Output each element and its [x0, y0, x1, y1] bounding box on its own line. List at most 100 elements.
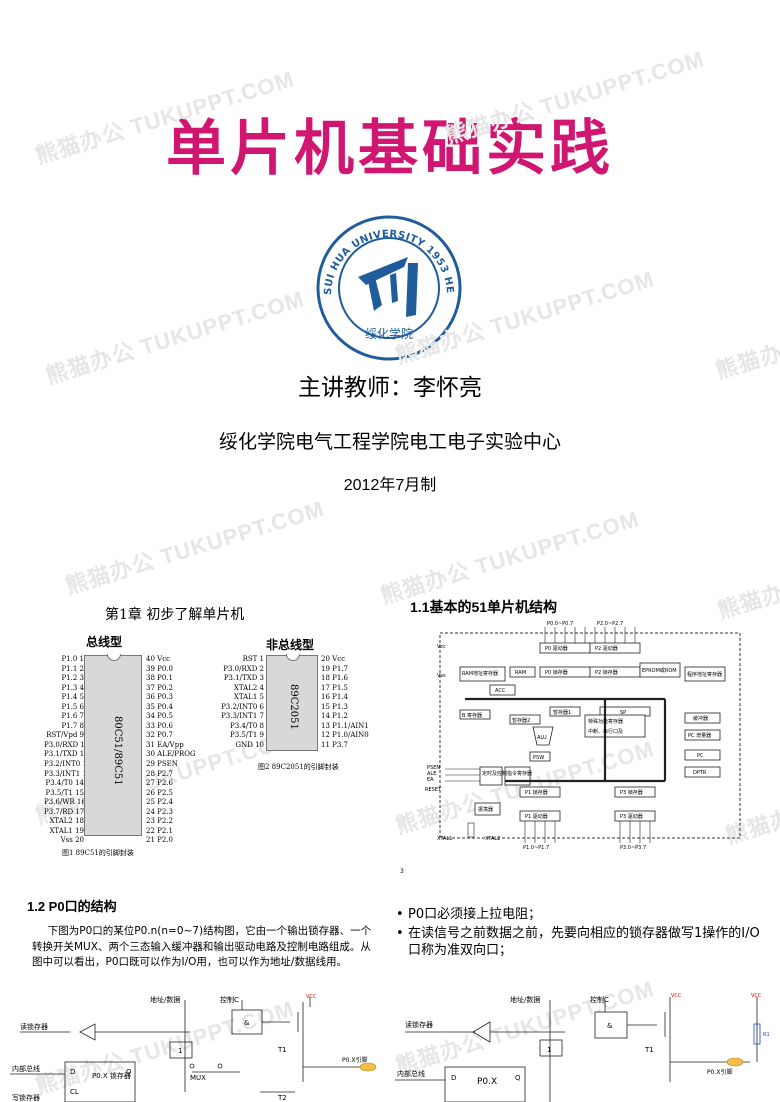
bullet-text: P0口必须接上拉电阻； — [408, 907, 542, 922]
pin-label: 21 P2.0 — [146, 836, 173, 845]
pin-label: GND 10 — [235, 740, 264, 749]
pin-label: P1.2 3 — [61, 674, 84, 683]
buffer-block: 缓冲器 — [693, 715, 708, 722]
pin-label: 38 P0.1 — [146, 674, 173, 683]
vss-label: Vss — [437, 673, 446, 679]
bullet-dot: • — [396, 926, 404, 941]
vcc-label-2: VCC — [751, 993, 762, 999]
pin-label: 12 P1.0/AIN0 — [321, 731, 369, 740]
p0-circuit-left: 地址/数据 控制C VCC 读锁存器 内部总线 写锁存器 D Q CL P0.X… — [10, 994, 377, 1102]
pin-label: 16 P1.4 — [321, 693, 348, 702]
pin-label: XTAL2 4 — [233, 683, 264, 692]
p2-pins-label: P2.0~P2.7 — [597, 621, 623, 627]
control-label: 控制C — [590, 995, 609, 1004]
pin-label: 40 Vcc — [146, 655, 171, 663]
p0-latch: P0 锁存器 — [545, 669, 568, 676]
latch-name: P0.X — [477, 1077, 497, 1087]
pin-label: Vss 20 — [60, 836, 84, 845]
inverter-label: 1 — [178, 1047, 182, 1055]
watermark: 熊猫办公 TUKUPPT.COM — [712, 281, 780, 384]
internal-bus-label: 内部总线 — [397, 1069, 425, 1078]
t1-label: T1 — [644, 1046, 654, 1054]
ram-block: RAM — [515, 670, 526, 676]
slide4-bullets: • P0口必须接上拉电阻； • 在读信号之前数据之前，先要向相应的锁存器做写1操… — [396, 906, 768, 959]
watermark: 熊猫办公 TUKUPPT.COM — [62, 496, 328, 599]
pin-label: 22 P2.1 — [146, 826, 173, 835]
read-latch-label: 读锁存器 — [405, 1020, 433, 1029]
pin-label: 19 P1.7 — [321, 664, 348, 673]
pin-label: P1.6 7 — [61, 712, 84, 721]
dptr-block: DPTR — [693, 770, 707, 776]
p3-pins-label: P3.0~P3.7 — [620, 845, 646, 851]
p2-latch: P2 锁存器 — [595, 669, 618, 676]
latch-q: Q — [126, 1068, 132, 1076]
xtal2-label: XTAL2 — [485, 836, 500, 842]
pin-label: P3.5/T1 9 — [229, 731, 264, 740]
prog-addr-reg: 程序地址寄存器 — [687, 671, 722, 678]
pin-label: XTAL1 5 — [233, 693, 264, 702]
pin-label: 17 P1.5 — [321, 683, 348, 692]
ram-addr-reg: RAM地址寄存器 — [462, 670, 498, 677]
psw-block: PSW — [533, 755, 544, 761]
pin-label: 11 P3.7 — [321, 740, 348, 749]
pin-label: P3.5/T1 15 — [45, 788, 84, 797]
pin-label: 23 P2.2 — [146, 817, 173, 826]
pin-label: 37 P0.2 — [146, 683, 173, 692]
p3-driver: P3 驱动器 — [620, 813, 643, 820]
alu-block: ALU — [537, 735, 547, 741]
xtal1-label: XTAL1 — [437, 836, 452, 842]
chip40-name: 80C51/89C51 — [112, 716, 123, 786]
vcc-label: Vcc — [437, 644, 446, 650]
svg-text:SUI HUA UNIVERSITY 1953 HEI LO: SUI HUA UNIVERSITY 1953 HEI LONG JIANG — [316, 215, 455, 295]
control-label: 控制C — [220, 995, 239, 1004]
latch-cl: CL — [70, 1088, 79, 1096]
slide2-title: 1.1基本的51单片机结构 — [410, 599, 558, 615]
latch-d: D — [451, 1074, 456, 1082]
cover-title: 单片机基础实践 — [166, 114, 614, 184]
chip40-caption: 图1 89C51的引脚封装 — [62, 849, 134, 857]
pin-label: 31 EA/Vpp — [146, 740, 184, 749]
instruction-reg: 指令寄存器 — [507, 770, 532, 777]
pin-label: 24 P2.3 — [146, 807, 173, 816]
logo-ring-text: SUI HUA UNIVERSITY 1953 HEI LONG JIANG — [311, 207, 454, 295]
bullet-item: • P0口必须接上拉电阻； — [396, 906, 768, 923]
pin-label: XTAL2 18 — [49, 817, 84, 826]
pin-label: 18 P1.6 — [321, 674, 348, 683]
pin-label: P3.0/RXD 10 — [44, 740, 90, 749]
pin-label: P3.4/T0 8 — [229, 721, 264, 730]
chip20-caption: 图2 89C2051的引脚封装 — [258, 763, 339, 771]
pin-label: P3.2/INT0 12 — [44, 760, 92, 769]
university-logo: SUI HUA UNIVERSITY 1953 HEI LONG JIANG 绥… — [311, 207, 462, 361]
p1-driver: P1 驱动器 — [525, 813, 548, 820]
inverter-label: 1 — [547, 1046, 551, 1054]
pin-label: P1.3 4 — [61, 683, 84, 692]
p0-pins-label: P0.0~P0.7 — [547, 621, 573, 627]
pin-label: P3.2/INT0 6 — [221, 702, 264, 711]
pin-label: P3.4/T0 14 — [45, 779, 84, 788]
pin-label: 27 P2.6 — [146, 779, 173, 788]
pin-label: P3.3/INT1 13 — [44, 769, 92, 778]
chapter-title: 第1章 初步了解单片机 — [105, 607, 245, 623]
pc-block: PC — [697, 753, 704, 759]
bullet-dot: • — [396, 907, 404, 922]
pin-label: P3.6/WR 16 — [44, 798, 86, 807]
temp-reg-1: 暂存器1 — [553, 709, 571, 716]
b-register: B 寄存器 — [462, 712, 482, 719]
slide3-title: 1.2 P0口的结构 — [27, 899, 117, 914]
and-gate: & — [607, 1022, 613, 1030]
write-latch-label: 写锁存器 — [12, 1093, 40, 1102]
pin-label: 28 P2.7 — [146, 769, 173, 778]
pin-label: 14 P1.2 — [321, 712, 348, 721]
department: 绥化学院电气工程学院电工电子实验中心 — [218, 431, 561, 453]
reset-label: RESET — [425, 787, 442, 793]
pin-label: P0.X引脚 — [342, 1056, 367, 1064]
pin-label: P1.7 8 — [61, 721, 84, 730]
watermark: 熊猫办公 TUKUPPT.COM — [714, 521, 780, 624]
pin-label: RST 1 — [242, 655, 264, 663]
pin-label: P3.7/RD 17 — [44, 807, 85, 816]
p2-driver: P2 驱动器 — [595, 645, 618, 652]
pin-label: 29 PSEN — [146, 760, 178, 769]
chip20-body: 89C2051 — [266, 654, 318, 751]
